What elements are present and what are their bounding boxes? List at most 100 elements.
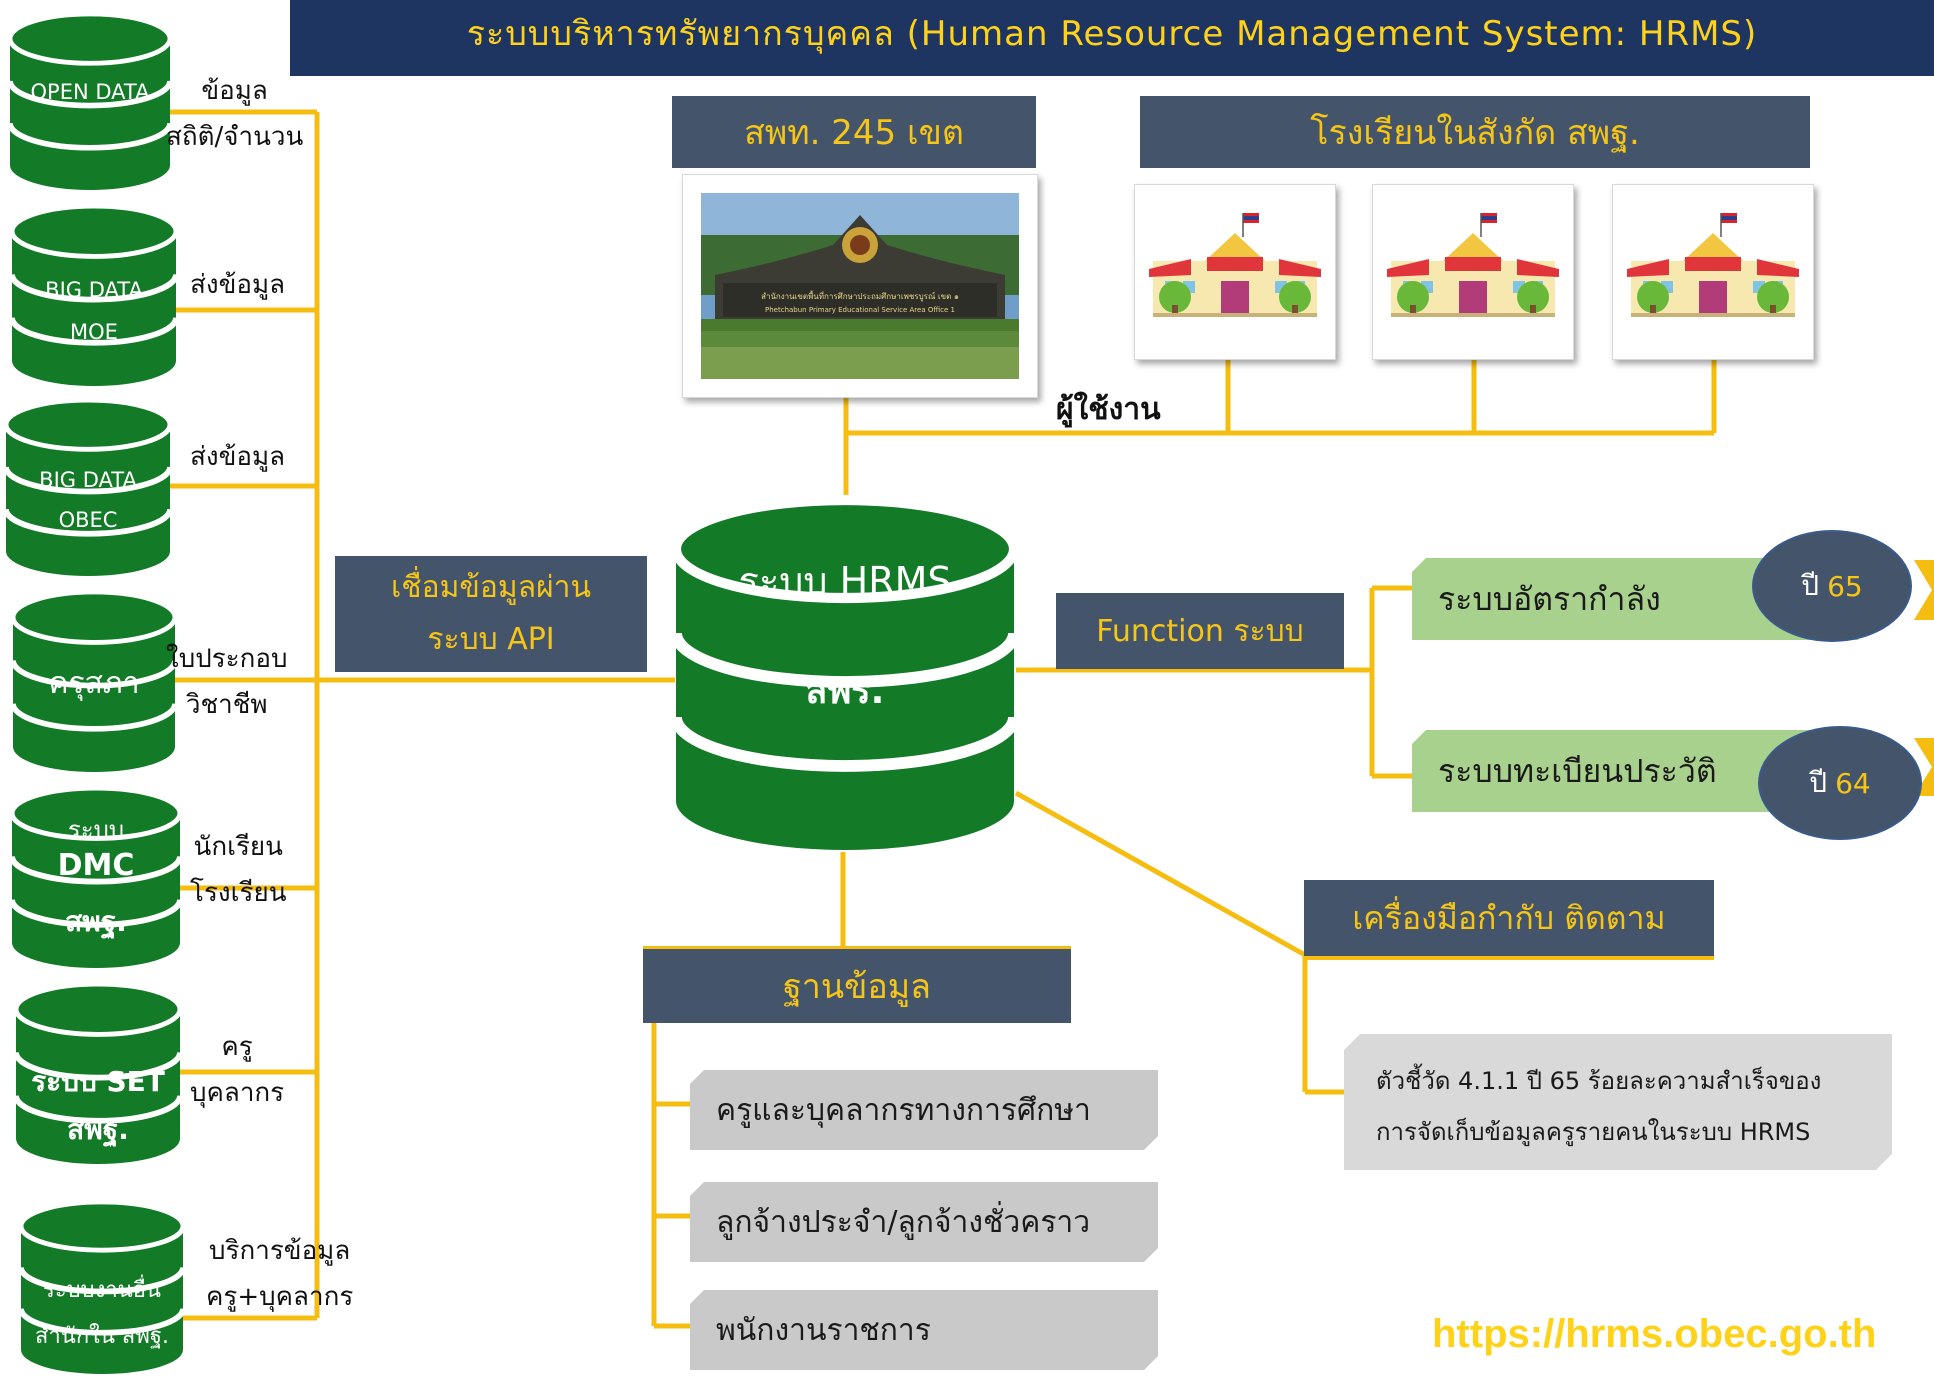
cylinder-band xyxy=(9,899,183,928)
cylinder-cap xyxy=(10,589,178,645)
source-connector-label-line: บุคลากร xyxy=(190,1078,285,1108)
cylinder-cap xyxy=(7,11,173,66)
title-bar: ระบบบริหารทรัพยากรบุคคล (Human Resource … xyxy=(290,0,1934,76)
source-database-cylinder xyxy=(9,785,183,968)
source-connector-label-line: ส่งข้อมูล xyxy=(190,442,286,472)
source-database-cylinder xyxy=(9,203,179,386)
central-hrms-database xyxy=(670,494,1020,850)
right-chevrons xyxy=(1914,560,1934,796)
database-item-label: ลูกจ้างประจำ/ลูกจ้างชั่วคราว xyxy=(716,1204,1091,1240)
cylinder-cap xyxy=(18,1199,186,1253)
sign-text-english: Phetchabun Primary Educational Service A… xyxy=(765,306,955,314)
year-value: 64 xyxy=(1835,766,1871,800)
year-prefix: ปี xyxy=(1801,569,1820,602)
sign-text-thai: สำนักงานเขตพื้นที่การศึกษาประถมศึกษาเพชร… xyxy=(761,290,959,302)
database-item-employees[interactable]: ลูกจ้างประจำ/ลูกจ้างชั่วคราว xyxy=(690,1182,1158,1262)
database-header: ฐานข้อมูล xyxy=(643,946,1071,1023)
cylinder-body xyxy=(6,424,170,576)
cylinder-cap xyxy=(670,494,1020,604)
esa-header: สพท. 245 เขต xyxy=(672,96,1036,168)
database-item-label: พนักงานราชการ xyxy=(716,1312,931,1348)
year-prefix: ปี xyxy=(1809,766,1828,799)
connector-lines xyxy=(170,109,1717,1329)
source-database-cylinder xyxy=(13,981,183,1164)
cylinder-cap xyxy=(9,785,183,841)
note-line-2: การจัดเก็บข้อมูลครูรายคนในระบบ HRMS xyxy=(1376,1118,1811,1146)
hrms-url-link[interactable]: https://hrms.obec.go.th xyxy=(1432,1312,1877,1356)
api-box-line-1: เชื่อมข้อมูลผ่าน xyxy=(390,570,592,605)
note-line-1: ตัวชี้วัด 4.1.1 ปี 65 ร้อยละความสำเร็จขอ… xyxy=(1376,1067,1822,1095)
school-picture xyxy=(1134,184,1336,360)
cylinder-band xyxy=(7,122,173,151)
esa-office-sign-image: สำนักงานเขตพื้นที่การศึกษาประถมศึกษาเพชร… xyxy=(701,193,1019,379)
database-item-teachers[interactable]: ครูและบุคลากรทางการศึกษา xyxy=(690,1070,1158,1150)
cylinder-cap xyxy=(13,981,183,1037)
cylinder-band xyxy=(18,1308,186,1336)
source-connector-label: บริการข้อมูลครู+บุคลากร xyxy=(206,1228,353,1320)
source-database-cylinder xyxy=(7,11,173,190)
api-box-line-2: ระบบ API xyxy=(427,622,555,657)
cylinder-band xyxy=(670,716,1020,772)
school-building-icon xyxy=(1627,213,1799,317)
page-title: ระบบบริหารทรัพยากรบุคคล (Human Resource … xyxy=(466,14,1758,54)
database-header-label: ฐานข้อมูล xyxy=(782,967,931,1007)
cylinder-body xyxy=(12,231,176,386)
function-item-label: ระบบอัตรากำลัง xyxy=(1438,579,1661,618)
cylinder-band xyxy=(18,1266,186,1295)
source-connector-label-line: ใบประกอบ xyxy=(166,644,288,674)
central-db-line-2: สพร. xyxy=(805,671,885,712)
cylinder-band xyxy=(9,317,179,346)
esa-office-photo: สำนักงานเขตพื้นที่การศึกษาประถมศึกษาเพชร… xyxy=(682,174,1038,398)
monitor-header: เครื่องมือกำกับ ติดตาม xyxy=(1304,880,1714,960)
source-connector-label-line: บริการข้อมูล xyxy=(209,1236,351,1266)
source-database-name: สำนักใน สพฐ. xyxy=(35,1324,169,1349)
source-connector-label: นักเรียนโรงเรียน xyxy=(190,824,286,916)
schools-header-label: โรงเรียนในสังกัด สพฐ. xyxy=(1310,113,1640,153)
users-label: ผู้ใช้งาน xyxy=(1056,392,1161,427)
school-picture xyxy=(1372,184,1574,360)
cylinder-body xyxy=(13,617,175,772)
source-connector-label-line: นักเรียน xyxy=(193,832,283,862)
source-connector-label-line: ข้อมูล xyxy=(201,76,268,106)
source-connector-label-line: ส่งข้อมูล xyxy=(190,270,286,300)
schools-header: โรงเรียนในสังกัด สพฐ. xyxy=(1140,96,1810,168)
year-value: 65 xyxy=(1827,569,1863,603)
source-database-name: OPEN DATA xyxy=(30,80,150,104)
source-database-name: BIG DATA xyxy=(39,468,137,492)
cylinder-body xyxy=(676,549,1014,850)
source-database-name: ครุสภา xyxy=(48,666,140,701)
cylinder-band xyxy=(9,274,179,303)
cylinder-body xyxy=(10,38,170,190)
cylinder-band xyxy=(13,1095,183,1124)
source-database-name: BIG DATA xyxy=(45,278,143,302)
school-building-icon xyxy=(1387,213,1559,317)
source-database-name: สพฐ. xyxy=(67,1113,129,1146)
cylinder-band xyxy=(10,660,178,689)
source-connector-label: ใบประกอบวิชาชีพ xyxy=(166,636,288,728)
cylinder-band xyxy=(3,466,173,495)
source-connector-label-line: โรงเรียน xyxy=(190,878,287,908)
source-database-name: OBEC xyxy=(58,508,118,532)
source-database-cylinder xyxy=(10,589,178,772)
cylinder-body xyxy=(21,1226,183,1374)
api-connector-box: เชื่อมข้อมูลผ่าน ระบบ API xyxy=(335,556,647,672)
source-database-name: DMC xyxy=(57,848,135,883)
cylinder-band xyxy=(13,1052,183,1081)
cylinder-band xyxy=(10,703,178,732)
source-database-name: ระบบ SET xyxy=(31,1065,165,1098)
database-item-label: ครูและบุคลากรทางการศึกษา xyxy=(716,1092,1091,1128)
source-connector-label-line: ครู xyxy=(221,1032,253,1062)
cylinder-band xyxy=(3,508,173,537)
central-db-line-1: ระบบ HRMS xyxy=(738,559,952,603)
school-picture xyxy=(1612,184,1814,360)
function-header: Function ระบบ xyxy=(1056,593,1344,669)
source-databases xyxy=(3,11,186,1374)
source-database-cylinder xyxy=(3,397,173,576)
cylinder-cap xyxy=(3,397,173,452)
cylinder-body xyxy=(12,813,180,968)
source-connector-label: ครูบุคลากร xyxy=(190,1024,284,1116)
database-item-government-staff[interactable]: พนักงานราชการ xyxy=(690,1290,1158,1370)
cylinder-body xyxy=(16,1009,180,1164)
source-database-cylinder xyxy=(18,1199,186,1374)
